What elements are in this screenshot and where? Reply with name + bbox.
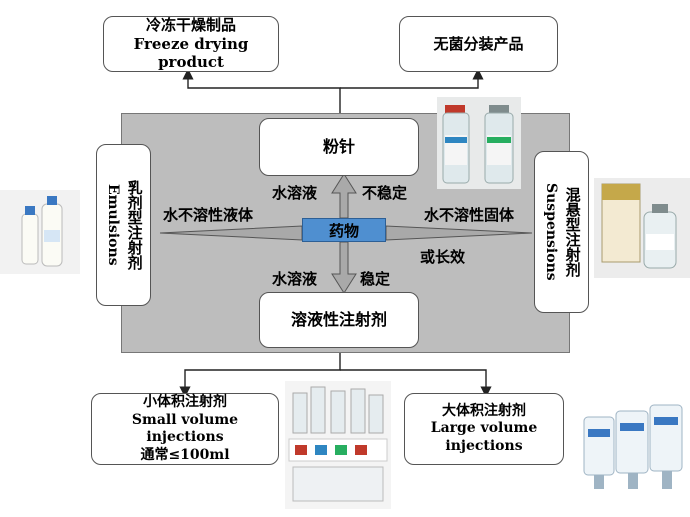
small-volume-zh: 小体积注射剂 <box>143 394 227 410</box>
arrow-down <box>331 241 357 294</box>
connector-top-right <box>340 68 484 89</box>
large-volume-en-line1: Large volume <box>430 420 538 437</box>
emulsion-zh: 乳剂型注射剂 <box>125 180 144 270</box>
freeze-drying-en: Freeze drying product <box>133 34 249 72</box>
small-volume-box: 小体积注射剂 Small volume injections 通常≤100ml <box>91 393 279 465</box>
suspension-package-photo <box>594 178 690 278</box>
label-down-right: 稳定 <box>360 270 391 288</box>
emulsion-bottles-photo <box>0 190 80 274</box>
label-left: 水不溶性液体 <box>163 206 254 224</box>
solution-injection-label: 溶液性注射剂 <box>290 310 387 329</box>
solution-injection-box: 溶液性注射剂 <box>259 292 419 348</box>
arrow-right <box>385 225 533 241</box>
large-volume-photo <box>576 395 690 501</box>
suspension-box: 混悬型注射剂 Suspensions <box>534 151 589 313</box>
emulsion-en: Emulsions <box>104 184 121 266</box>
large-volume-box: 大体积注射剂 Large volume injections <box>404 393 564 465</box>
powder-injection-box: 粉针 <box>259 118 419 176</box>
connector-bottom-right <box>340 369 492 398</box>
suspension-zh: 混悬型注射剂 <box>563 187 582 277</box>
arrow-left <box>159 225 303 241</box>
powder-injection-label: 粉针 <box>322 137 355 156</box>
label-up-right: 不稳定 <box>362 184 408 202</box>
suspension-text-group: 混悬型注射剂 Suspensions <box>541 183 582 281</box>
suspension-en: Suspensions <box>542 183 559 281</box>
freeze-drying-zh: 冷冻干燥制品 <box>145 15 236 34</box>
label-up-left: 水溶液 <box>272 184 318 202</box>
vials-photo <box>437 97 521 189</box>
connector-bottom <box>179 348 341 398</box>
aseptic-filling-zh: 无菌分装产品 <box>433 34 524 53</box>
emulsion-text-group: 乳剂型注射剂 Emulsions <box>103 180 144 270</box>
small-volume-note: 通常≤100ml <box>140 446 230 463</box>
aseptic-filling-box: 无菌分装产品 <box>399 16 558 72</box>
small-volume-en: Small volume injections <box>131 411 239 446</box>
label-down-left: 水溶液 <box>272 270 318 288</box>
arrow-up <box>331 173 357 219</box>
label-right: 水不溶性固体 <box>424 206 515 224</box>
connector-top <box>182 68 341 118</box>
emulsion-box: 乳剂型注射剂 Emulsions <box>96 144 151 306</box>
drug-label: 药物 <box>328 221 359 240</box>
large-volume-zh: 大体积注射剂 <box>442 402 526 419</box>
drug-box: 药物 <box>302 218 386 242</box>
large-volume-en-line2: injections <box>445 437 523 454</box>
small-volume-photo <box>285 381 391 509</box>
label-right-sub: 或长效 <box>420 248 466 266</box>
freeze-drying-box: 冷冻干燥制品 Freeze drying product <box>103 16 279 72</box>
